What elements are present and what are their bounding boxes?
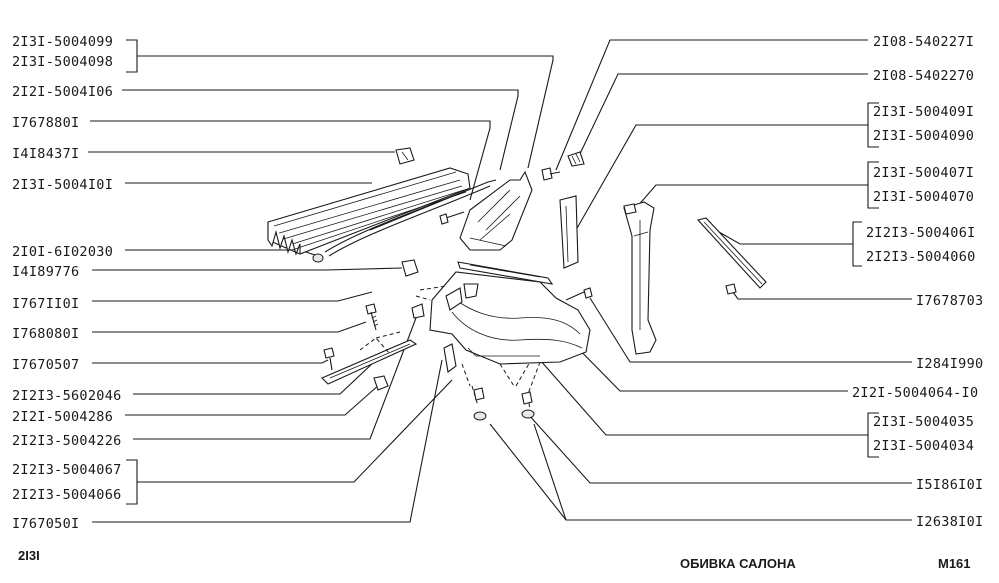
page-code: M161 <box>938 556 971 571</box>
screw-3-head <box>323 347 335 359</box>
bracket-right-3 <box>852 221 862 267</box>
washer-1 <box>473 411 487 421</box>
label-2121-5004064-10: 2I2I-5004064-I0 <box>852 385 978 401</box>
label-2131-5004101: 2I3I-5004I0I <box>12 177 113 193</box>
label-2121-5004106: 2I2I-5004I06 <box>12 84 113 100</box>
nut-square <box>401 259 419 277</box>
bracket-left-bottom <box>126 459 138 505</box>
small-side-panel <box>443 343 457 373</box>
thin-rod <box>324 179 497 253</box>
label-12841990: I284I990 <box>916 356 983 372</box>
lower-screw-2 <box>521 391 533 405</box>
label-21213-5004066: 2I2I3-5004066 <box>12 487 122 503</box>
upper-pillar-trim <box>459 170 533 251</box>
parts <box>267 147 767 421</box>
label-17670507: I7670507 <box>12 357 79 373</box>
label-14189776: I4I89776 <box>12 264 79 280</box>
label-21213-5602046: 2I2I3-5602046 <box>12 388 122 404</box>
ribbed-trim-panel <box>267 167 471 256</box>
bracket-left-top <box>126 39 138 73</box>
label-15186101: I5I86I0I <box>916 477 983 493</box>
label-2131-5004070: 2I3I-5004070 <box>873 189 974 205</box>
right-labels: 2I08-540227I 2I08-5402270 2I3I-500409I 2… <box>852 34 983 530</box>
model-code: 2I3I <box>18 548 40 563</box>
label-17670501: I767050I <box>12 516 79 532</box>
label-2108-5402270: 2I08-5402270 <box>873 68 974 84</box>
label-14184371: I4I8437I <box>12 146 79 162</box>
rod-end-cap <box>312 253 324 263</box>
shelf-strip <box>457 261 554 285</box>
label-2131-5004091: 2I3I-500409I <box>873 104 974 120</box>
label-2131-5004034: 2I3I-5004034 <box>873 438 974 454</box>
label-21213-5004226: 2I2I3-5004226 <box>12 433 122 449</box>
label-17678801: I767880I <box>12 115 79 131</box>
label-21213-5004060: 2I2I3-5004060 <box>866 249 976 265</box>
label-17680801: I768080I <box>12 326 79 342</box>
label-17671101: I767II0I <box>12 296 79 312</box>
screw-2-head <box>365 303 377 315</box>
screw-1 <box>445 211 465 219</box>
thin-rod-edge <box>328 185 491 257</box>
b-pillar-trim <box>623 201 657 355</box>
label-21213-5004067: 2I2I3-5004067 <box>12 462 122 478</box>
label-12638101: I2638I0I <box>916 514 983 530</box>
label-2131-5004071: 2I3I-500407I <box>873 165 974 181</box>
left-labels: 2I3I-5004099 2I3I-5004098 2I2I-5004I06 I… <box>12 34 122 532</box>
screw-5-head <box>541 167 553 181</box>
leader-lines-left <box>88 55 554 523</box>
leader-lines-right <box>489 39 912 521</box>
label-17678703: I7678703 <box>916 293 983 309</box>
lower-screw-1 <box>473 387 485 401</box>
screw-7-head <box>725 283 737 295</box>
label-2131-5004035: 2I3I-5004035 <box>873 414 974 430</box>
sill-strip <box>321 339 418 385</box>
screw-4 <box>565 291 585 301</box>
label-2101-6102030: 2I0I-6I02030 <box>12 244 113 260</box>
screw-6-head <box>567 151 585 167</box>
vertical-bracket <box>559 195 579 269</box>
label-2121-5004286: 2I2I-5004286 <box>12 409 113 425</box>
diagram-title: ОБИВКА САЛОНА <box>680 556 796 571</box>
bracket-clip <box>411 303 425 319</box>
label-2131-5004098: 2I3I-5004098 <box>12 54 113 70</box>
nut-small <box>373 375 389 391</box>
label-2131-5004090: 2I3I-5004090 <box>873 128 974 144</box>
wheel-arch-trim <box>429 271 591 365</box>
washer-2 <box>521 409 535 419</box>
label-21213-5004061: 2I2I3-500406I <box>866 225 976 241</box>
label-2131-5004099: 2I3I-5004099 <box>12 34 113 50</box>
label-2108-5402271: 2I08-540227I <box>873 34 974 50</box>
